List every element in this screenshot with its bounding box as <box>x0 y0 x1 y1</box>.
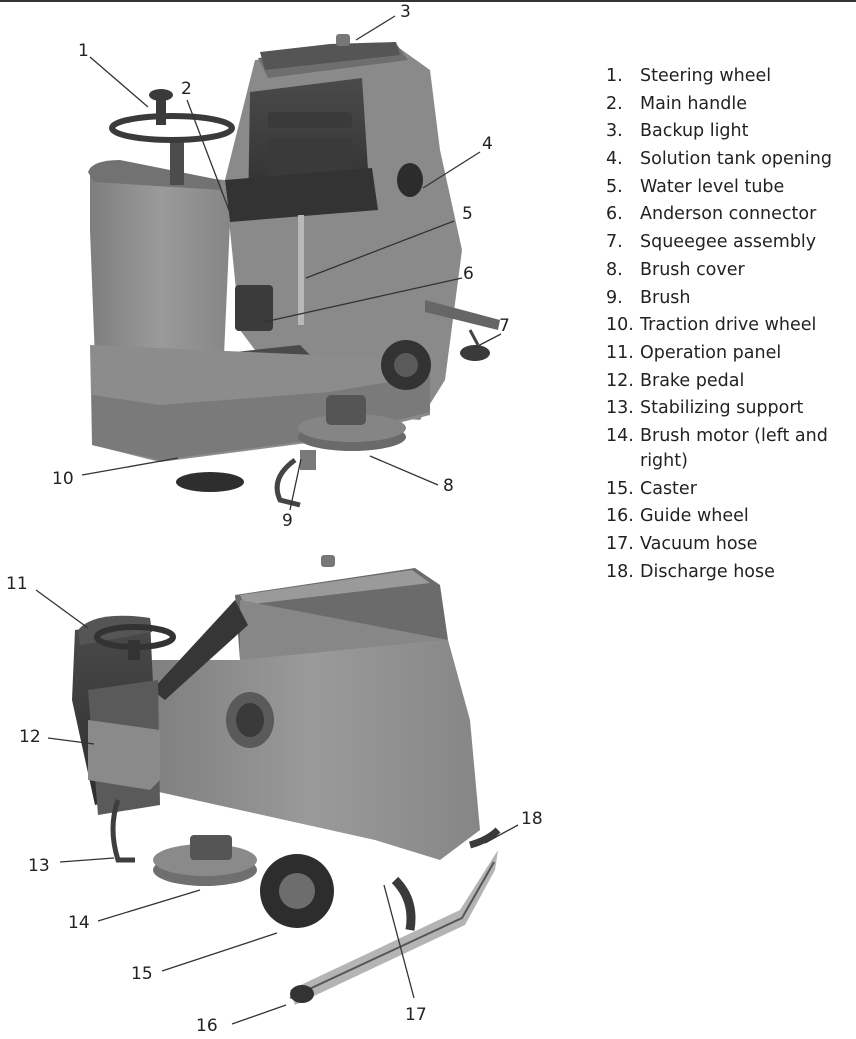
leader-lines <box>35 15 519 1025</box>
legend-item: 11. Operation panel <box>606 341 856 366</box>
machine-figure: 1 2 3 4 5 6 7 8 9 10 11 12 13 14 15 16 1… <box>6 2 543 1036</box>
legend-number: 8. <box>606 259 623 280</box>
legend-item: 4. Solution tank opening <box>606 147 856 172</box>
legend-label: Stabilizing support <box>640 398 804 419</box>
callout-8: 8 <box>443 476 454 496</box>
callout-4: 4 <box>482 134 493 154</box>
legend-label: Operation panel <box>640 342 782 363</box>
callout-2: 2 <box>181 79 192 99</box>
legend-item: 18. Discharge hose <box>606 560 856 585</box>
legend-label: Main handle <box>640 93 747 114</box>
callout-15: 15 <box>131 964 153 984</box>
legend-item: 13. Stabilizing support <box>606 396 856 421</box>
callout-5: 5 <box>462 204 473 224</box>
legend-number: 3. <box>606 121 623 142</box>
legend-item: 8. Brush cover <box>606 258 856 283</box>
legend-label: Vacuum hose <box>640 534 758 554</box>
legend-item: 16. Guide wheel <box>606 504 856 529</box>
legend-item: 2. Main handle <box>606 92 856 117</box>
legend-number: 1. <box>606 66 623 86</box>
top-machine <box>88 34 500 508</box>
legend-label: Anderson connector <box>640 204 817 225</box>
legend-label: Solution tank opening <box>640 149 832 170</box>
callout-6: 6 <box>463 264 474 284</box>
legend-label: Brush motor (left and right) <box>640 425 828 471</box>
legend-label: Backup light <box>640 121 749 142</box>
legend-number: 2. <box>606 93 623 114</box>
legend-number: 9. <box>606 287 623 308</box>
legend-item: 15. Caster <box>606 477 856 502</box>
legend-number: 18. <box>606 561 634 582</box>
callout-16: 16 <box>196 1016 218 1036</box>
callout-10: 10 <box>52 469 74 489</box>
callout-11: 11 <box>6 574 28 594</box>
legend-number: 13. <box>606 398 634 419</box>
legend-label: Steering wheel <box>640 66 772 86</box>
legend-item: 5. Water level tube <box>606 175 856 200</box>
legend-number: 17. <box>606 534 634 554</box>
legend-item: 9. Brush <box>606 286 856 311</box>
legend-label: Water level tube <box>640 176 785 197</box>
legend-number: 16. <box>606 506 634 527</box>
legend-number: 6. <box>606 204 623 225</box>
legend-number: 15. <box>606 478 634 499</box>
bottom-machine <box>72 555 501 1005</box>
callout-18: 18 <box>521 809 543 829</box>
legend-item: 17. Vacuum hose <box>606 532 856 557</box>
legend-label: Squeegee assembly <box>640 232 817 253</box>
callout-12: 12 <box>19 727 41 747</box>
legend-number: 14. <box>606 425 634 446</box>
legend-item: 3. Backup light <box>606 119 856 144</box>
legend-number: 11. <box>606 342 634 363</box>
callout-17: 17 <box>405 1005 427 1025</box>
legend-item: 1. Steering wheel <box>606 64 856 89</box>
legend-number: 7. <box>606 232 623 253</box>
legend-number: 10. <box>606 315 634 336</box>
callout-14: 14 <box>68 913 90 933</box>
legend-label: Traction drive wheel <box>640 315 817 336</box>
callout-1: 1 <box>78 41 89 61</box>
legend-label: Brake pedal <box>640 370 745 391</box>
legend-item: 7. Squeegee assembly <box>606 230 856 255</box>
parts-legend: 1. Steering wheel 2. Main handle 3. Backup … <box>606 64 856 587</box>
callout-numbers: 1 2 3 4 5 6 7 8 9 10 11 12 13 14 15 16 1… <box>6 2 543 1036</box>
legend-item: 10. Traction drive wheel <box>606 313 856 338</box>
callout-13: 13 <box>28 856 50 876</box>
callout-7: 7 <box>499 316 510 336</box>
legend-item: 6. Anderson connector <box>606 202 856 227</box>
legend-label: Discharge hose <box>640 561 775 582</box>
legend-label: Brush cover <box>640 259 745 280</box>
legend-label: Guide wheel <box>640 506 749 527</box>
legend-label: Caster <box>640 478 697 499</box>
top-rule <box>0 0 856 2</box>
legend-number: 12. <box>606 370 634 391</box>
legend-item: 14. Brush motor (left and right) <box>606 424 856 474</box>
legend-item: 12. Brake pedal <box>606 369 856 394</box>
legend-number: 4. <box>606 149 623 170</box>
legend-label: Brush <box>640 287 691 308</box>
callout-3: 3 <box>400 2 411 22</box>
callout-9: 9 <box>282 511 293 531</box>
legend-number: 5. <box>606 176 623 197</box>
